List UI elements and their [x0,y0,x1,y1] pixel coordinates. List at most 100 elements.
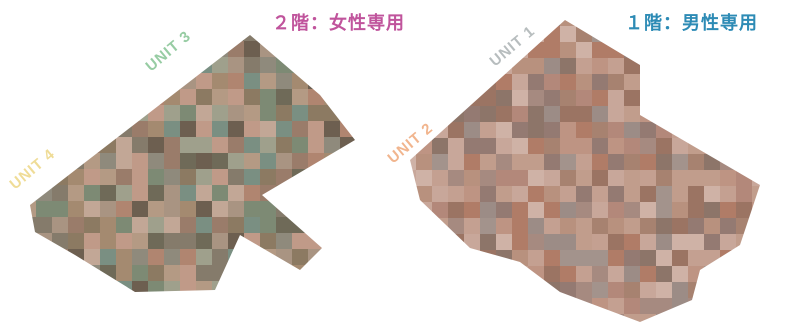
mosaic-tile [260,217,276,233]
mosaic-tile [512,218,528,234]
mosaic-tile [720,106,736,122]
mosaic-tile [180,233,196,249]
mosaic-tile [132,185,148,201]
mosaic-tile [512,266,528,282]
mosaic-tile [148,249,164,265]
mosaic-tile [672,138,688,154]
mosaic-tile [624,266,640,282]
mosaic-tile [100,265,116,281]
mosaic-tile [528,20,544,26]
mosaic-tile [356,297,372,313]
mosaic-tile [148,73,164,89]
mosaic-tile [68,297,84,313]
mosaic-tile [656,314,672,322]
mosaic-tile [260,249,276,265]
mosaic-tile [84,153,100,169]
mosaic-tile [768,250,784,266]
mosaic-tile [52,281,68,292]
mosaic-tile [768,202,784,218]
mosaic-tile [512,250,528,266]
mosaic-tile [36,73,52,89]
mosaic-tile [100,41,116,57]
mosaic-tile [688,298,704,314]
mosaic-tile [448,170,464,186]
mosaic-tile [656,90,672,106]
mosaic-tile [116,73,132,89]
mosaic-tile [100,73,116,89]
mosaic-tile [448,74,464,90]
mosaic-tile [212,89,228,105]
mosaic-tile [720,298,736,314]
mosaic-tile [100,217,116,233]
mosaic-tile [324,281,340,292]
mosaic-tile [480,202,496,218]
mosaic-tile [640,106,656,122]
mosaic-tile [244,185,260,201]
mosaic-tile [276,249,292,265]
mosaic-tile [512,314,528,322]
mosaic-tile [276,297,292,313]
mosaic-tile [212,35,228,41]
mosaic-tile [704,266,720,282]
mosaic-tile [736,234,752,250]
mosaic-tile [752,106,760,122]
mosaic-tile [116,249,132,265]
mosaic-tile [260,121,276,137]
mosaic-tile [148,217,164,233]
mosaic-tile [324,217,340,233]
mosaic-tile [752,282,760,298]
mosaic-tile [576,202,592,218]
mosaic-tile [132,265,148,281]
mosaic-tile [260,105,276,121]
mosaic-tile [260,201,276,217]
mosaic-tile [228,41,244,57]
mosaic-tile [704,202,720,218]
mosaic-tile [496,186,512,202]
mosaic-tile [164,201,180,217]
mosaic-tile [640,202,656,218]
mosaic-tile [228,35,244,41]
mosaic-tile [464,106,480,122]
mosaic-tile [448,314,464,322]
mosaic-tile [480,234,496,250]
mosaic-tile [608,202,624,218]
mosaic-tile [116,201,132,217]
mosaic-tile [30,121,36,137]
mosaic-tile [688,202,704,218]
mosaic-tile [212,281,228,292]
mosaic-tile [308,233,324,249]
mosaic-tile [496,218,512,234]
mosaic-tile [464,314,480,322]
mosaic-tile [768,10,784,26]
mosaic-tile [410,58,416,74]
mosaic-tile [340,281,355,292]
mosaic-tile [132,153,148,169]
mosaic-tile [244,265,260,281]
mosaic-tile [84,105,100,121]
mosaic-tile [736,202,752,218]
mosaic-tile [148,153,164,169]
mosaic-tile [608,58,624,74]
mosaic-tile [608,170,624,186]
mosaic-tile [624,314,640,322]
mosaic-tile [576,170,592,186]
mosaic-tile [752,186,760,202]
mosaic-tile [688,282,704,298]
mosaic-tile [448,266,464,282]
mosaic-tile [592,266,608,282]
mosaic-tile [464,202,480,218]
mosaic-tile [464,154,480,170]
mosaic-tile [84,265,100,281]
mosaic-tile [736,186,752,202]
mosaic-tile [196,265,212,281]
mosaic-tile [68,137,84,153]
mosaic-tile [416,74,432,90]
mosaic-tile [356,73,372,89]
mosaic-tile [52,121,68,137]
mosaic-tile [480,250,496,266]
mosaic-tile [432,74,448,90]
mosaic-tile [68,153,84,169]
mosaic-tile [180,137,196,153]
mosaic-tile [512,170,528,186]
mosaic-tile [244,35,260,41]
